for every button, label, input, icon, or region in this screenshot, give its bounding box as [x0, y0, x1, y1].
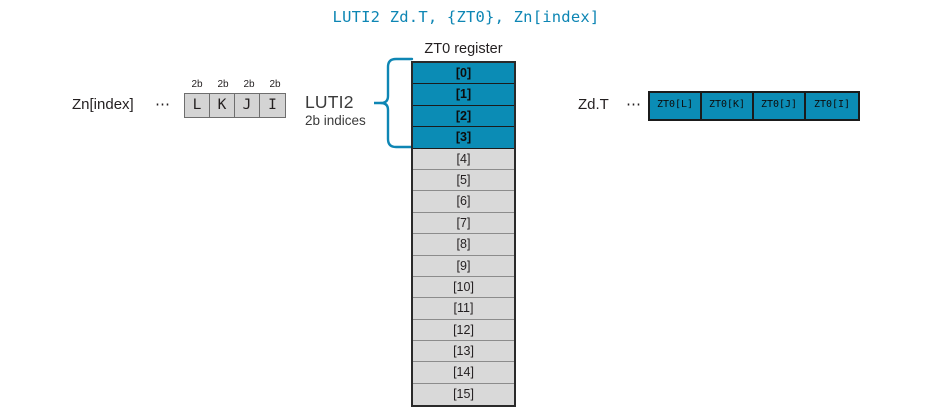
register-title: ZT0 register — [424, 41, 503, 57]
register-row: [1] — [413, 84, 514, 106]
register-row: [9] — [413, 255, 514, 277]
dest-cell: ZT0[J] — [754, 93, 806, 119]
source-cell: J — [235, 94, 260, 117]
source-vector-label: Zn[index] — [72, 96, 134, 113]
register-row: [10] — [413, 276, 514, 299]
dest-cell: ZT0[K] — [702, 93, 754, 119]
register-row: [13] — [413, 341, 514, 363]
register-row: [14] — [413, 362, 514, 384]
dest-cell: ZT0[I] — [806, 93, 858, 119]
register-row: [6] — [413, 191, 514, 213]
dest-vector-cells: ZT0[L] ZT0[K] ZT0[J] ZT0[I] — [648, 91, 860, 121]
curly-brace-icon — [374, 57, 414, 149]
dest-vector-ellipsis: ⋯ — [626, 96, 643, 113]
register-row: [3] — [413, 127, 514, 149]
bit-width-label: 2b — [269, 79, 281, 90]
zt0-register-table: [0] [1] [2] [3] [4] [5] [6] [7] [8] [9] … — [411, 61, 516, 408]
register-row: [0] — [413, 63, 514, 85]
annotation-title: LUTI2 — [305, 92, 354, 112]
source-vector-cells: L K J I — [184, 93, 286, 118]
bit-width-label: 2b — [217, 79, 229, 90]
source-cell: I — [260, 94, 285, 117]
register-row: [2] — [413, 105, 514, 128]
source-vector-ellipsis: ⋯ — [155, 96, 172, 113]
dest-vector-label: Zd.T — [578, 96, 609, 113]
register-row: [12] — [413, 319, 514, 342]
source-cell: L — [185, 94, 210, 117]
register-row: [5] — [413, 169, 514, 192]
bit-width-label: 2b — [243, 79, 255, 90]
dest-cell: ZT0[L] — [650, 93, 702, 119]
instruction-title: LUTI2 Zd.T, {ZT0}, Zn[index] — [332, 8, 600, 26]
source-bit-width-labels: 2b 2b 2b 2b — [184, 79, 288, 90]
annotation-subtitle: 2b indices — [305, 113, 366, 128]
register-row: [7] — [413, 212, 514, 235]
register-row: [15] — [413, 383, 514, 406]
register-row: [4] — [413, 148, 514, 170]
register-row: [8] — [413, 234, 514, 256]
register-row: [11] — [413, 298, 514, 320]
source-cell: K — [210, 94, 235, 117]
bit-width-label: 2b — [191, 79, 203, 90]
